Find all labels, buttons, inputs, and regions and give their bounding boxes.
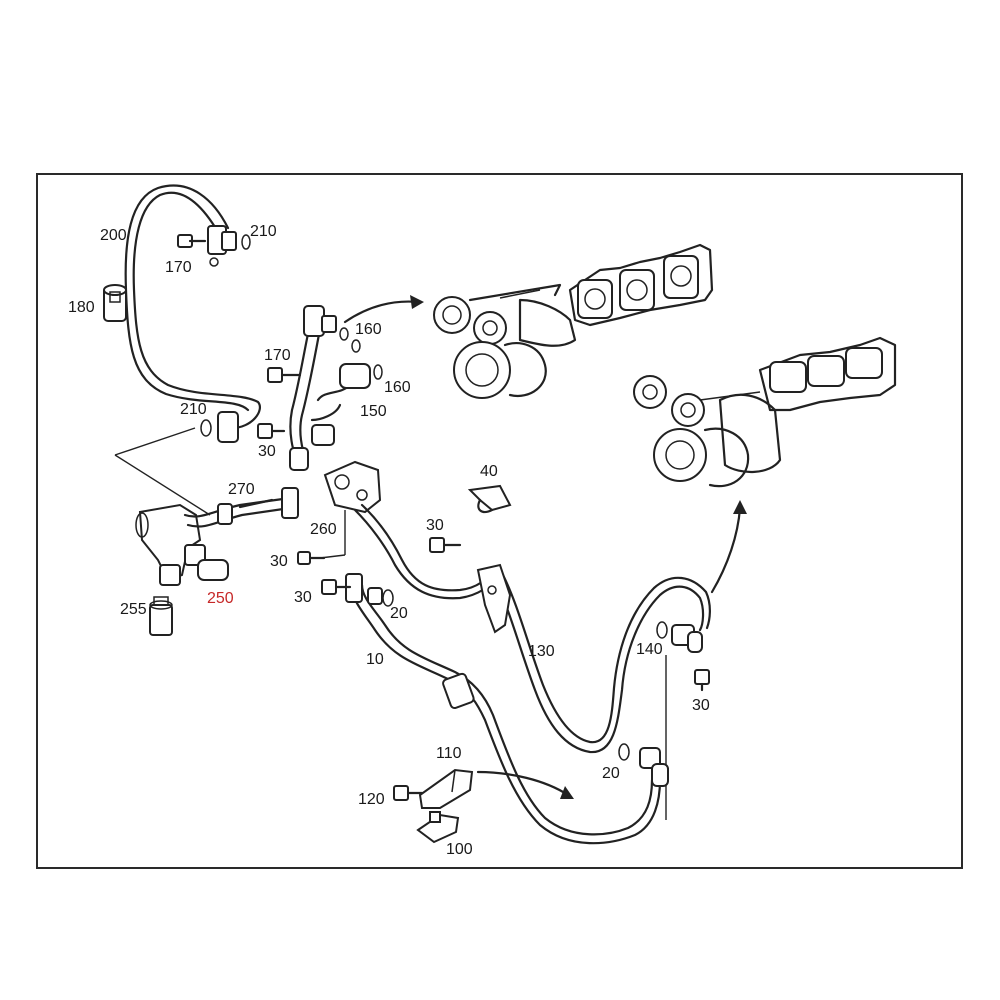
callout-30-line10: 30	[294, 589, 312, 606]
callout-180: 180	[68, 299, 95, 316]
callout-labels: 200 210 170 180 160 170 160 150 210 30 4…	[68, 223, 710, 858]
callout-260: 260	[310, 521, 337, 538]
fitting-210-top	[207, 225, 251, 267]
clamp-100	[416, 811, 460, 844]
callout-30-left: 30	[270, 553, 288, 570]
oil-line-10	[345, 573, 662, 845]
bracket-130	[476, 563, 512, 634]
callout-20-left: 20	[390, 605, 408, 622]
bolt-30-line10	[321, 579, 352, 595]
callout-150: 150	[360, 403, 387, 420]
callout-20-lower: 20	[602, 765, 620, 782]
oil-line-150	[289, 305, 383, 471]
diagram-frame	[36, 173, 963, 869]
bracket-110	[418, 768, 474, 809]
oil-line-130	[353, 503, 711, 754]
callout-160-top: 160	[355, 321, 382, 338]
callout-30-clip: 30	[426, 517, 444, 534]
arrow-lower	[710, 500, 747, 594]
callout-170-top: 170	[165, 259, 192, 276]
flange-260	[319, 460, 382, 559]
bolt-30-right	[694, 669, 710, 692]
arrow-upper	[343, 295, 424, 324]
callout-120: 120	[358, 791, 385, 808]
callout-170-mid: 170	[264, 347, 291, 364]
turbocharger-lower	[633, 336, 897, 488]
turbocharger-upper	[433, 243, 714, 399]
callout-130: 130	[528, 643, 555, 660]
callout-270: 270	[228, 481, 255, 498]
callout-210-lower: 210	[180, 401, 207, 418]
clip-40	[467, 484, 512, 514]
bolt-120	[393, 785, 424, 801]
callout-210-top: 210	[250, 223, 277, 240]
oil-fitting-250	[135, 503, 229, 586]
oil-line-200	[124, 184, 261, 430]
callout-30-upper: 30	[258, 443, 276, 460]
bolt-30-left	[297, 551, 326, 565]
bolt-170-top	[177, 234, 207, 248]
bolt-170-mid	[267, 367, 302, 383]
callout-200: 200	[100, 227, 127, 244]
callout-30-right: 30	[692, 697, 710, 714]
fitting-140	[656, 621, 703, 820]
oil-line-270	[183, 487, 299, 528]
callout-140: 140	[636, 641, 663, 658]
leader-bracket	[114, 427, 211, 516]
plug-255	[149, 596, 173, 636]
callout-255: 255	[120, 601, 147, 618]
fitting-210-lower	[200, 411, 286, 443]
fitting-20-lower	[618, 743, 669, 787]
callout-110: 110	[436, 745, 462, 762]
bushing-180	[103, 284, 127, 322]
callout-10: 10	[366, 651, 384, 668]
ring-20-left	[367, 587, 394, 607]
arrow-bracket	[476, 770, 574, 799]
callout-100: 100	[446, 841, 473, 858]
callout-40: 40	[480, 463, 498, 480]
bolt-30-clip	[429, 537, 462, 553]
callout-250: 250	[207, 590, 234, 607]
callout-160-mid: 160	[384, 379, 411, 396]
